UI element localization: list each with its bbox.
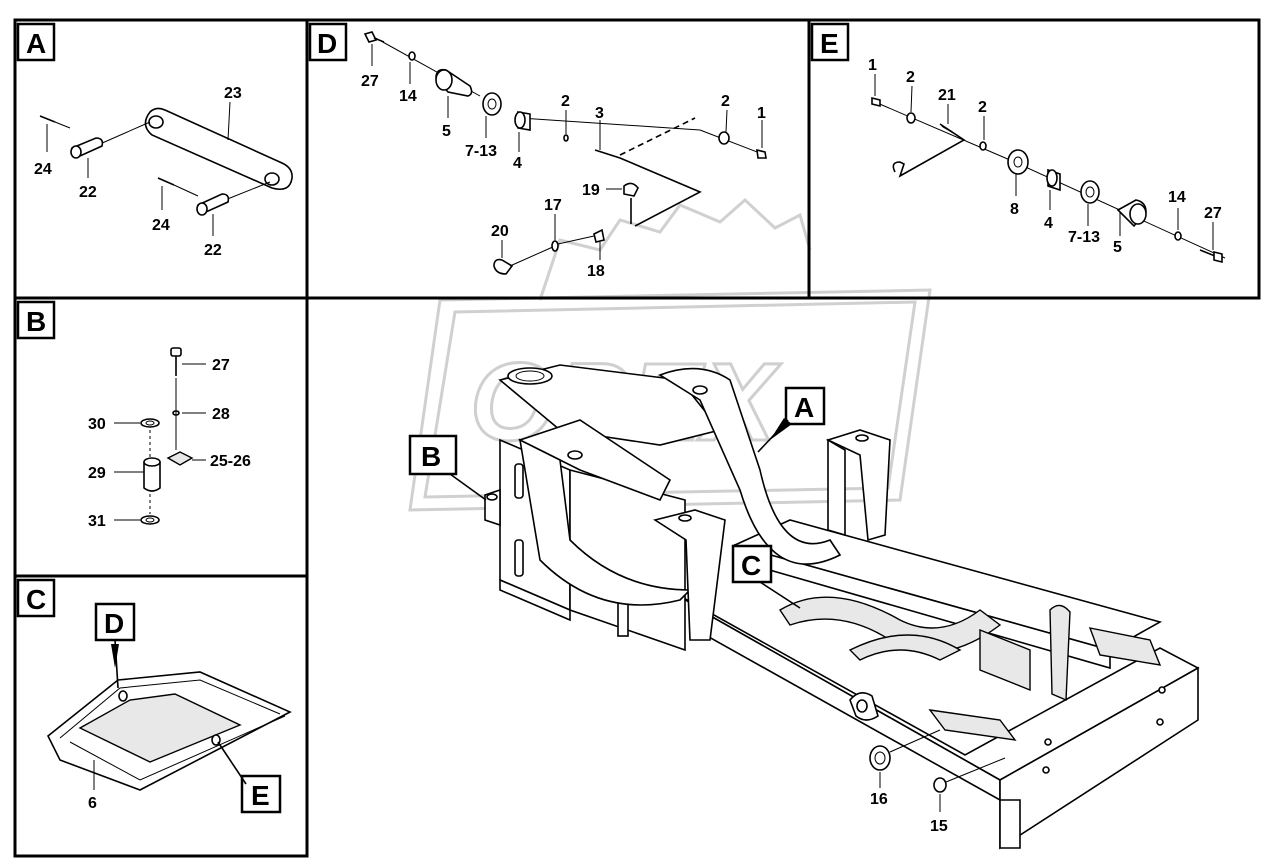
svg-text:29: 29 bbox=[88, 465, 106, 482]
svg-text:4: 4 bbox=[513, 155, 522, 172]
svg-text:22: 22 bbox=[204, 242, 222, 259]
svg-text:23: 23 bbox=[224, 85, 242, 102]
svg-text:4: 4 bbox=[1044, 215, 1053, 232]
svg-text:D: D bbox=[104, 608, 124, 639]
section-label-D: D bbox=[308, 22, 348, 62]
svg-text:2: 2 bbox=[978, 99, 987, 116]
panel-a-drawing: 23 24 22 24 22 bbox=[34, 85, 293, 259]
section-label-E: E bbox=[810, 22, 850, 62]
svg-text:19: 19 bbox=[582, 182, 600, 199]
watermark: OPEX bbox=[408, 197, 932, 512]
svg-text:8: 8 bbox=[1010, 201, 1019, 218]
svg-text:5: 5 bbox=[442, 123, 451, 140]
svg-text:17: 17 bbox=[544, 197, 562, 214]
svg-text:7-13: 7-13 bbox=[1068, 229, 1100, 246]
svg-text:15: 15 bbox=[930, 818, 948, 835]
svg-text:24: 24 bbox=[34, 161, 52, 178]
svg-text:20: 20 bbox=[491, 223, 509, 240]
section-label-A: A bbox=[16, 22, 56, 62]
svg-text:16: 16 bbox=[870, 791, 888, 808]
svg-text:30: 30 bbox=[88, 416, 106, 433]
section-label-B: B bbox=[16, 300, 56, 340]
panel-d-drawing: 27 14 5 7-13 4 2 3 2 1 19 17 20 18 bbox=[361, 31, 767, 280]
svg-text:B: B bbox=[421, 441, 441, 472]
svg-text:E: E bbox=[820, 28, 839, 59]
svg-text:A: A bbox=[26, 28, 46, 59]
svg-text:14: 14 bbox=[399, 88, 417, 105]
panel-b-drawing: 27 28 30 25-26 29 31 bbox=[88, 347, 251, 530]
svg-text:27: 27 bbox=[212, 357, 230, 374]
svg-text:6: 6 bbox=[88, 795, 97, 812]
svg-text:1: 1 bbox=[757, 105, 766, 122]
svg-text:2: 2 bbox=[561, 93, 570, 110]
svg-text:C: C bbox=[741, 550, 761, 581]
svg-text:7-13: 7-13 bbox=[465, 143, 497, 160]
svg-text:3: 3 bbox=[595, 105, 604, 122]
svg-text:A: A bbox=[794, 392, 814, 423]
svg-text:D: D bbox=[317, 28, 337, 59]
panel-frames bbox=[13, 18, 1261, 858]
svg-text:21: 21 bbox=[938, 87, 956, 104]
svg-text:31: 31 bbox=[88, 513, 106, 530]
svg-text:2: 2 bbox=[906, 69, 915, 86]
svg-text:25-26: 25-26 bbox=[210, 453, 251, 470]
panel-c-drawing: D E 6 bbox=[46, 602, 292, 814]
svg-text:18: 18 bbox=[587, 263, 605, 280]
svg-text:27: 27 bbox=[361, 73, 379, 90]
svg-text:28: 28 bbox=[212, 406, 230, 423]
svg-text:B: B bbox=[26, 306, 46, 337]
svg-text:24: 24 bbox=[152, 217, 170, 234]
svg-text:1: 1 bbox=[868, 57, 877, 74]
svg-text:5: 5 bbox=[1113, 239, 1122, 256]
panel-e-drawing: 1 2 21 2 8 4 7-13 5 14 27 bbox=[868, 57, 1226, 264]
svg-text:27: 27 bbox=[1204, 205, 1222, 222]
svg-text:22: 22 bbox=[79, 184, 97, 201]
svg-text:14: 14 bbox=[1168, 189, 1186, 206]
svg-text:E: E bbox=[251, 780, 270, 811]
svg-text:2: 2 bbox=[721, 93, 730, 110]
svg-text:C: C bbox=[26, 584, 46, 615]
main-frame-drawing: 16 15 A B C bbox=[408, 364, 1200, 850]
section-label-C: C bbox=[16, 578, 56, 618]
